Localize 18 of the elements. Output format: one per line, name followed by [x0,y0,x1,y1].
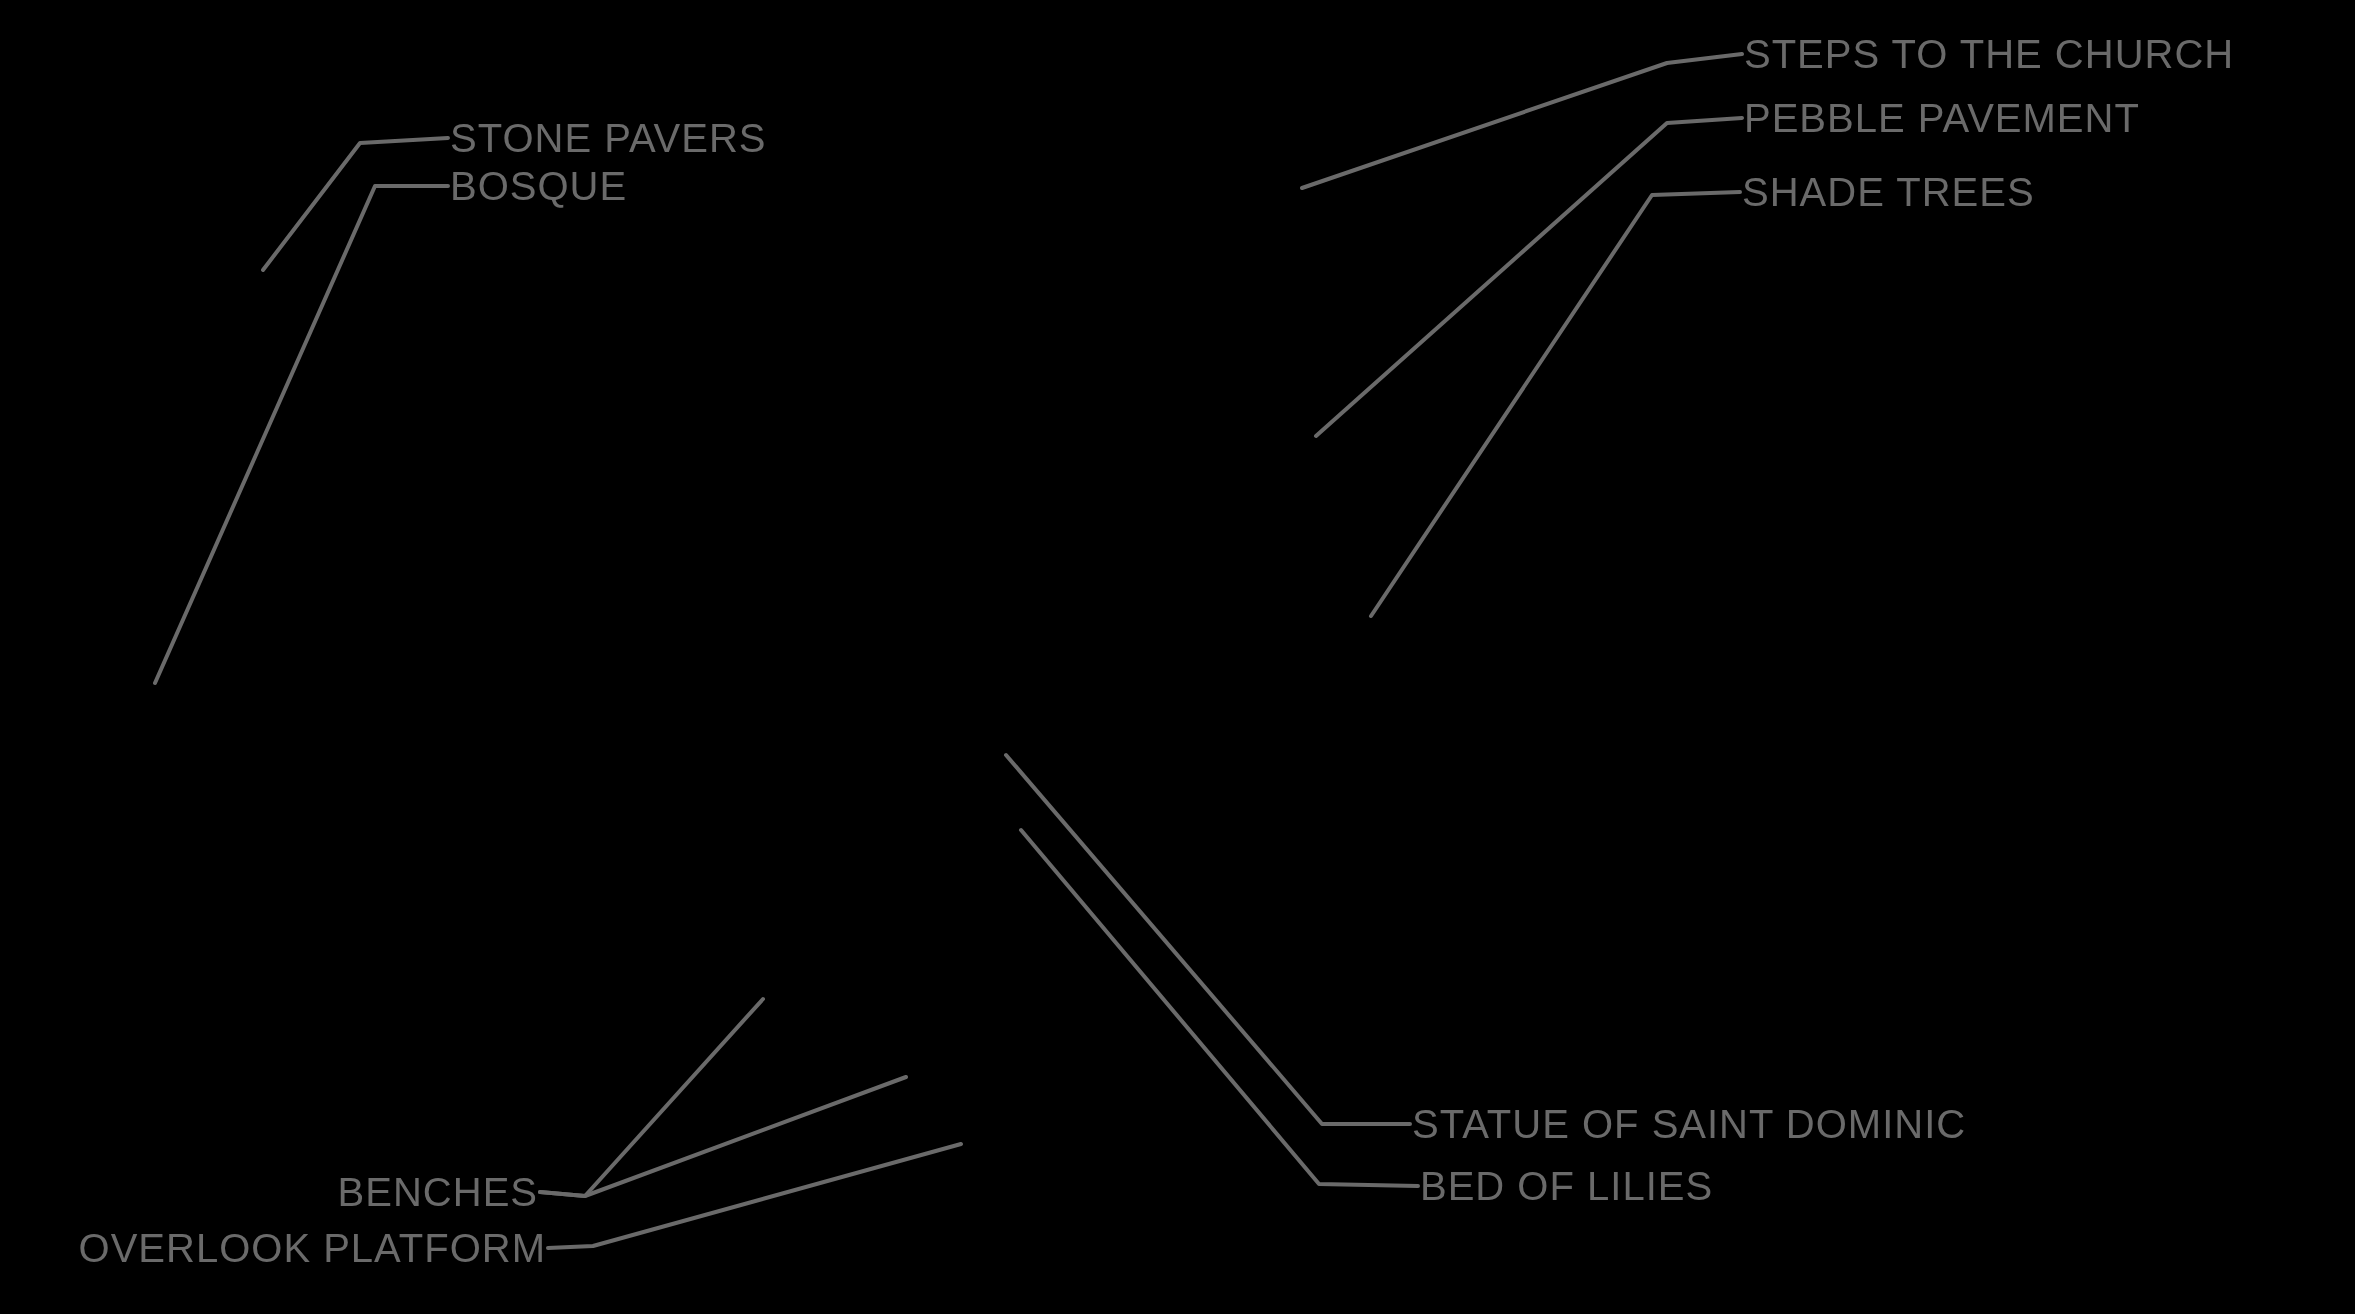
annotation-label: BENCHES [335,1172,540,1212]
leader-line [1019,828,1420,1188]
leader-line [1300,52,1744,190]
annotation-label: STATUE OF SAINT DOMINIC [1410,1104,1969,1144]
annotation-label: OVERLOOK PLATFORM [76,1228,548,1268]
leader-line [261,136,450,272]
leader-line [546,1142,963,1250]
annotation-label: BOSQUE [448,166,630,206]
annotation-label: PEBBLE PAVEMENT [1742,98,2142,138]
annotation-label: STONE PAVERS [448,118,769,158]
leader-line [538,1075,908,1198]
leader-line [1314,116,1744,438]
annotation-label: SHADE TREES [1740,172,2037,212]
leader-line [153,184,450,685]
annotation-label: BED OF LILIES [1418,1166,1716,1206]
leader-line [1004,753,1412,1126]
annotation-label: STEPS TO THE CHURCH [1742,34,2237,74]
leader-line [1369,190,1742,618]
